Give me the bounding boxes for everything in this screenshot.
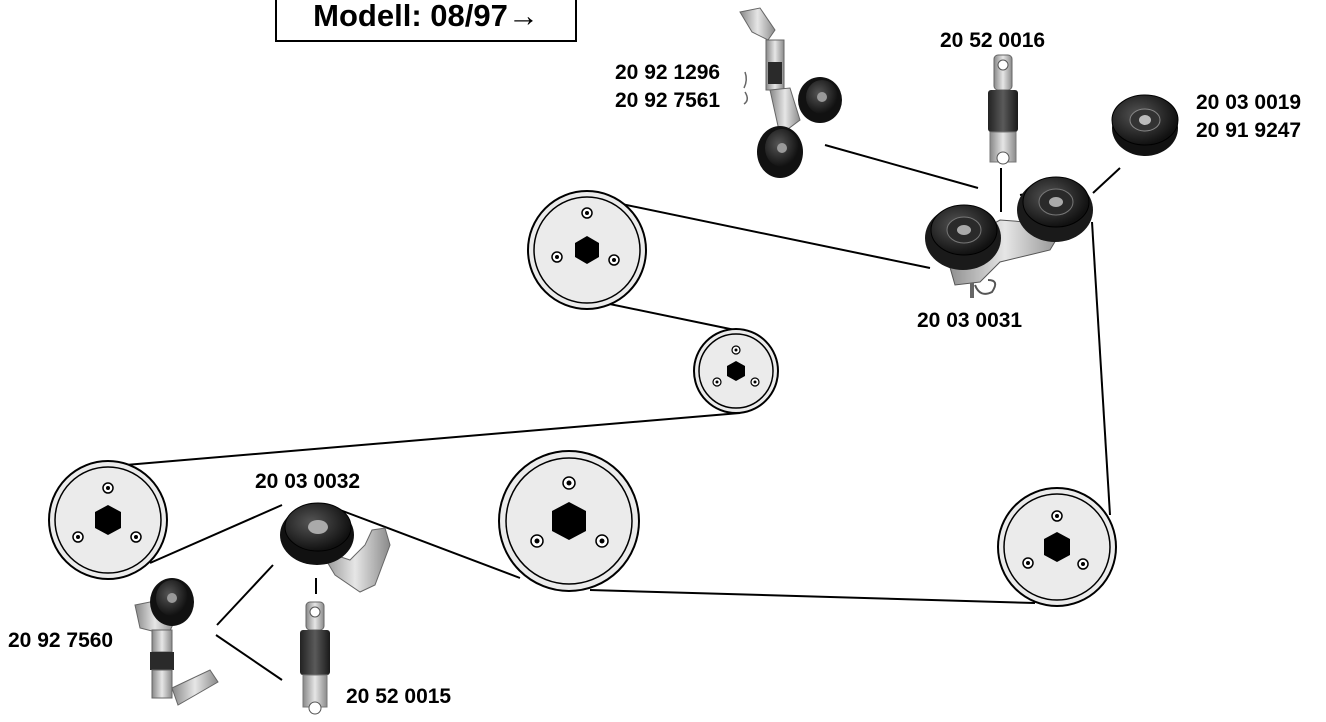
part-label-2052-0015: 20 52 0015 [346, 685, 451, 708]
tensioner-upper-left [739, 7, 842, 178]
part-label-2091-9247: 20 91 9247 [1196, 119, 1301, 142]
pulley-idler-small [693, 328, 779, 414]
leader-lines [215, 144, 1121, 681]
part-label-2092-7561: 20 92 7561 [615, 89, 720, 112]
model-title: Modell: 08/97→ [313, 0, 539, 33]
part-label-2052-0016: 20 52 0016 [940, 29, 1045, 52]
damper-upper [988, 54, 1018, 165]
model-title-box: Modell: 08/97→ [275, 0, 577, 42]
tensioner-double-roller [925, 176, 1093, 298]
damper-lower [300, 601, 330, 715]
hex-hub-icon [727, 361, 745, 381]
hex-hub-icon [575, 236, 599, 264]
pulley-crankshaft [498, 450, 640, 592]
tensioner-lower-left [134, 578, 219, 706]
pulley-upper [527, 190, 647, 310]
part-label-2092-1296: 20 92 1296 [615, 61, 720, 84]
part-label-2003-0032: 20 03 0032 [255, 470, 360, 493]
idler-roller-single [1111, 94, 1179, 156]
pulley-left [48, 460, 168, 580]
hex-hub-icon [552, 502, 586, 540]
drive-belt [124, 187, 1111, 604]
part-label-2003-0019: 20 03 0019 [1196, 91, 1301, 114]
hex-hub-icon [95, 505, 121, 535]
hex-hub-icon [1044, 532, 1070, 562]
pulley-right [997, 487, 1117, 607]
tensioner-lower-mid [280, 502, 391, 593]
part-label-2092-7560: 20 92 7560 [8, 629, 113, 652]
part-label-2003-0031: 20 03 0031 [917, 309, 1022, 332]
